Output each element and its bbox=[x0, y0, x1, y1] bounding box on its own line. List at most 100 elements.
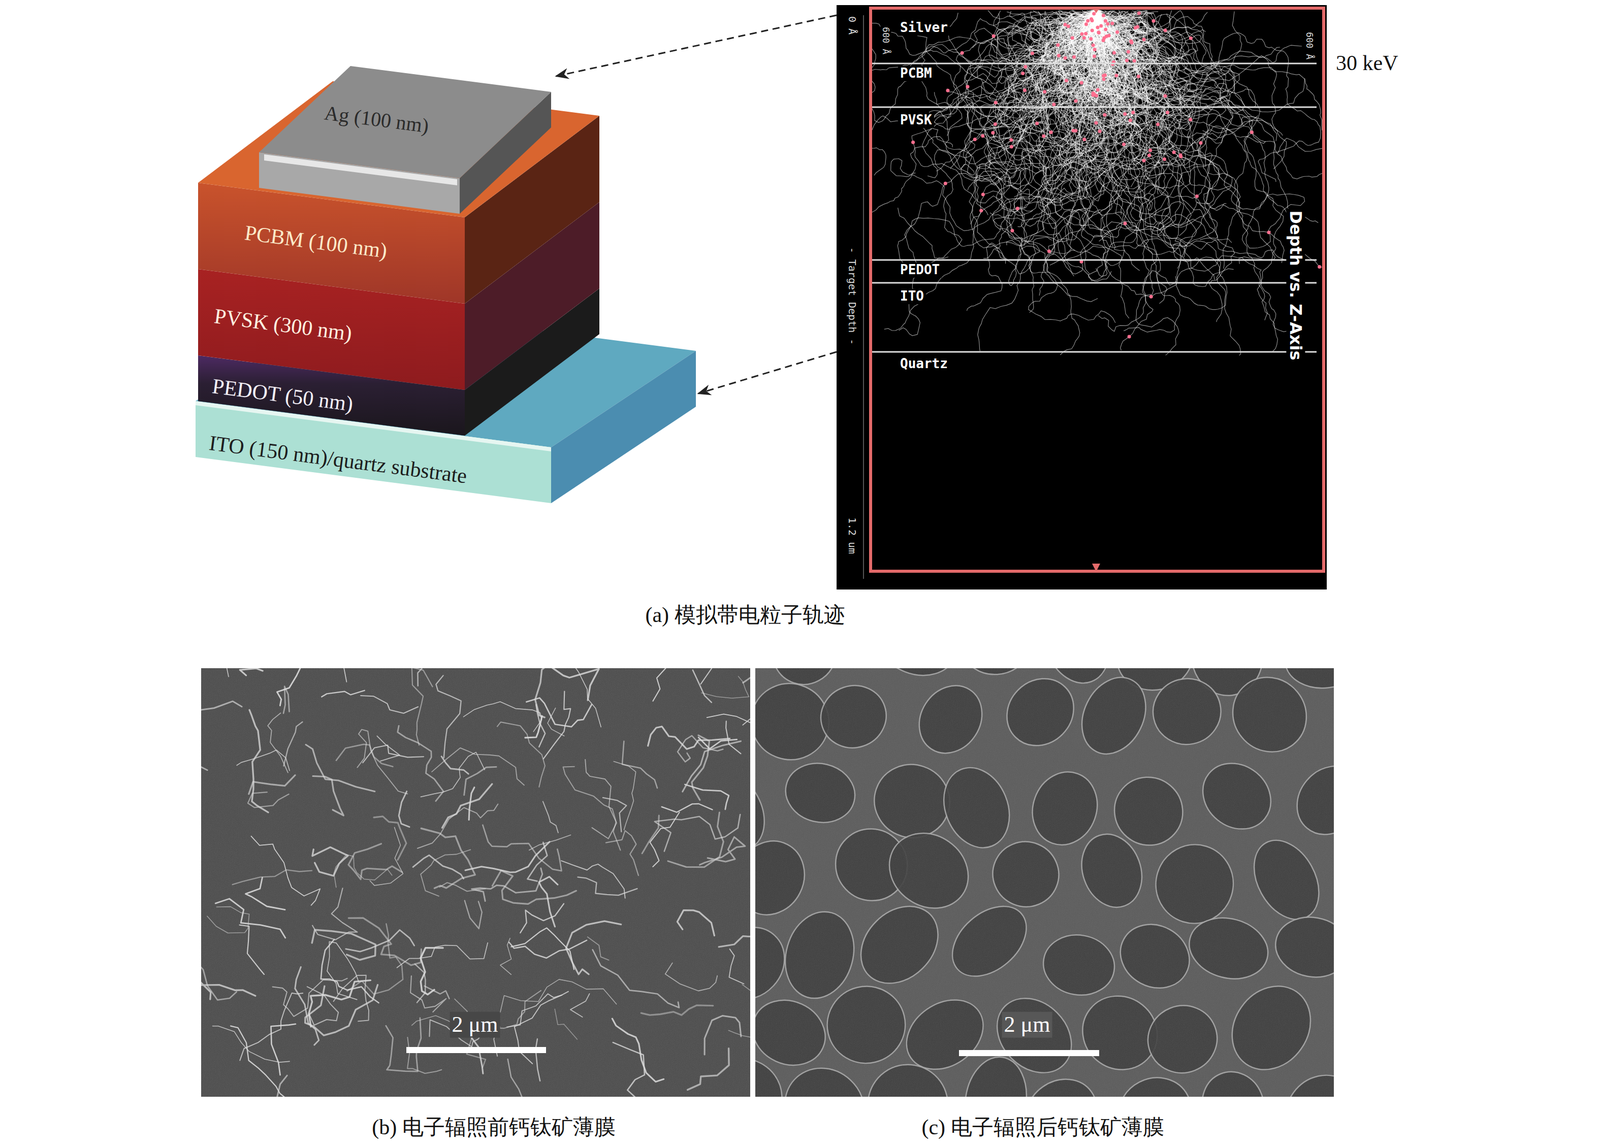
dashed-pointer bbox=[698, 352, 837, 394]
grain-boundary bbox=[267, 713, 288, 773]
collision-dot bbox=[1091, 91, 1096, 95]
particle-track bbox=[1040, 10, 1098, 80]
collision-dot bbox=[1163, 94, 1168, 99]
grain-boundary bbox=[312, 847, 348, 877]
collision-dot bbox=[1137, 11, 1141, 16]
grain-boundary bbox=[398, 791, 410, 828]
particle-track bbox=[1058, 10, 1136, 91]
collision-dot bbox=[973, 137, 977, 142]
collision-dot bbox=[1098, 129, 1102, 134]
grain-boundary bbox=[527, 842, 548, 882]
particle-track bbox=[964, 10, 1100, 195]
particle-track bbox=[890, 10, 1095, 231]
layer-label: PEDOT (50 nm) bbox=[210, 373, 355, 417]
particle-track bbox=[1081, 10, 1197, 255]
collision-dot bbox=[1131, 110, 1135, 115]
grain-boundary bbox=[707, 714, 751, 727]
collision-dot bbox=[1103, 27, 1108, 31]
grains bbox=[755, 668, 1334, 1098]
scale-bar bbox=[958, 1050, 1100, 1057]
panel-ground bbox=[836, 5, 1327, 590]
grain-boundary bbox=[700, 668, 724, 685]
boundary-line bbox=[870, 282, 1317, 284]
grain-boundary bbox=[431, 748, 525, 786]
grain-boundary bbox=[471, 868, 543, 902]
collision-dot bbox=[1101, 13, 1106, 18]
grain-boundary bbox=[547, 708, 565, 736]
collision-dot bbox=[993, 122, 998, 126]
collision-dot bbox=[981, 193, 985, 197]
collision-dot bbox=[1128, 118, 1133, 123]
axis-title: Depth vs. Z-Axis bbox=[1286, 208, 1306, 363]
axis-title: - Target Depth - bbox=[846, 245, 858, 348]
collision-dot bbox=[1063, 56, 1068, 60]
axis-tick: 600 Å bbox=[880, 24, 892, 57]
collision-dot bbox=[1041, 134, 1046, 139]
grain-boundary bbox=[442, 784, 493, 828]
collision-dot bbox=[994, 101, 998, 105]
collision-dot bbox=[1009, 138, 1013, 142]
collision-dot bbox=[1127, 335, 1132, 339]
layer-name: PEDOT bbox=[898, 262, 942, 278]
layer-boundaries bbox=[870, 63, 1317, 352]
grain-boundary bbox=[507, 1059, 525, 1098]
grain-boundary bbox=[424, 986, 450, 1000]
grain-boundary bbox=[397, 725, 444, 802]
grain-boundary bbox=[682, 741, 742, 792]
collision-dot bbox=[1082, 36, 1086, 40]
collision-dot bbox=[1010, 229, 1014, 233]
beam-marker bbox=[1092, 7, 1101, 14]
grain-boundary bbox=[562, 668, 602, 728]
grain-boundary bbox=[312, 776, 344, 817]
collision-dot bbox=[1020, 71, 1025, 76]
boundary-line bbox=[870, 106, 1317, 109]
grain-boundary bbox=[605, 830, 639, 876]
grain-boundary bbox=[201, 701, 242, 771]
grain-boundary bbox=[421, 828, 475, 889]
collision-dot bbox=[1114, 73, 1118, 78]
collision-dot bbox=[1115, 30, 1119, 35]
collision-dot bbox=[1051, 102, 1056, 107]
collision-dot bbox=[1072, 55, 1076, 59]
grain-boundary bbox=[652, 668, 682, 702]
collision-dot bbox=[1147, 153, 1151, 158]
collision-dot bbox=[1093, 47, 1097, 52]
collision-dot bbox=[946, 88, 950, 93]
grain-boundary bbox=[283, 686, 290, 714]
grain-boundary bbox=[248, 775, 296, 795]
collision-dot bbox=[1102, 77, 1106, 82]
collision-dot bbox=[1071, 129, 1076, 133]
grain-boundary bbox=[441, 756, 469, 775]
collision-dot bbox=[1152, 19, 1156, 23]
layer-name: PCBM bbox=[898, 66, 935, 82]
grain-boundary bbox=[468, 787, 475, 821]
grain-boundary bbox=[687, 1048, 730, 1091]
grain-boundary bbox=[535, 1039, 541, 1082]
collision-dot bbox=[1022, 88, 1027, 92]
collision-dot bbox=[1085, 19, 1090, 23]
grain-boundary bbox=[742, 984, 751, 1021]
grain-boundary bbox=[439, 882, 486, 892]
grain-boundary bbox=[249, 710, 269, 813]
grain-boundary bbox=[276, 668, 303, 707]
sem-after bbox=[755, 668, 1334, 1098]
grain-boundary bbox=[463, 701, 542, 732]
grain-boundary bbox=[587, 937, 610, 961]
collision-dot bbox=[1132, 58, 1137, 63]
particle-track bbox=[987, 10, 1095, 246]
grain-boundary bbox=[305, 745, 375, 792]
grain-boundary bbox=[661, 804, 713, 813]
grain-boundary bbox=[677, 910, 715, 937]
collision-dot bbox=[1172, 150, 1176, 155]
collision-dot bbox=[1092, 54, 1097, 58]
collision-dot bbox=[1195, 194, 1199, 199]
grain-boundary bbox=[563, 766, 621, 851]
grain-boundary bbox=[239, 668, 263, 676]
grain-boundary bbox=[729, 949, 745, 985]
grain-boundary bbox=[701, 676, 750, 699]
grain-boundary bbox=[357, 729, 408, 795]
collision-dot bbox=[1122, 142, 1126, 147]
pedot-layer: PEDOT (50 nm) bbox=[198, 353, 468, 442]
grain-boundary bbox=[305, 985, 378, 1037]
